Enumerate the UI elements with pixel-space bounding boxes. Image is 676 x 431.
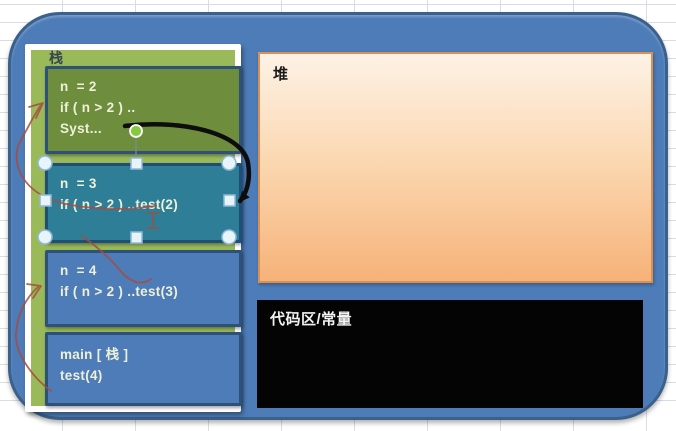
code-area-shape[interactable]: 代码区/常量	[257, 300, 643, 408]
frame-text: if ( n > 2 ) ..test(3)	[60, 284, 178, 299]
heap-shape[interactable]: 堆	[258, 52, 653, 283]
stack-frame-n4[interactable]: n = 4 if ( n > 2 ) ..test(3)	[45, 250, 242, 327]
frame-text: main [ 栈 ]	[60, 347, 129, 362]
frame-text: n = 2	[60, 79, 97, 94]
stack-frame-main[interactable]: main [ 栈 ] test(4)	[45, 332, 242, 406]
frame-text: test(4)	[60, 368, 103, 383]
stack-frame-n2[interactable]: n = 2 if ( n > 2 ) .. Syst...	[45, 66, 242, 154]
heap-label: 堆	[273, 66, 289, 83]
frame-text: if ( n > 2 ) ..	[60, 100, 136, 115]
stack-frame-n3-selected[interactable]: n = 3 if ( n > 2 ) ..test(2)	[45, 163, 242, 243]
code-area-label: 代码区/常量	[270, 311, 353, 328]
frame-text: if ( n > 2 ) ..test(2)	[60, 197, 178, 212]
frame-text: Syst...	[60, 121, 102, 136]
frame-text: n = 4	[60, 263, 97, 278]
stack-panel-label: 栈	[49, 50, 63, 66]
frame-text: n = 3	[60, 176, 97, 191]
